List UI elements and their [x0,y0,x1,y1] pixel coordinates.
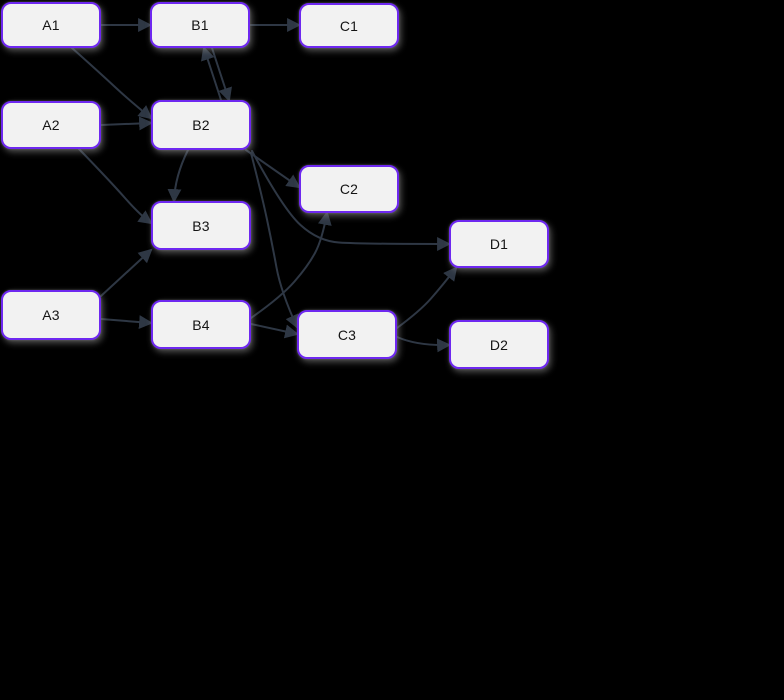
edge-a1-b2 [71,47,153,120]
edge-b2-b3 [167,149,189,204]
node-label-d1: D1 [489,236,509,252]
edge-a3-b4 [100,315,154,330]
node-b4: B4 [151,300,251,349]
edge-b1-b2 [211,47,232,102]
node-c2: C2 [299,165,399,213]
node-b3: B3 [151,201,251,250]
edge-b4-c3 [250,323,300,339]
edge-a2-b3 [78,148,153,225]
node-label-c3: C3 [337,326,357,343]
node-label-a1: A1 [42,17,60,33]
edge-b4-c2 [250,210,332,319]
node-label-b3: B3 [192,217,210,234]
node-c3: C3 [297,310,397,359]
node-label-b4: B4 [192,316,210,333]
edge-b2-b1 [201,46,222,101]
node-c1: C1 [299,3,399,48]
node-a1: A1 [1,2,101,48]
node-label-a3: A3 [42,307,60,323]
node-a2: A2 [1,101,101,149]
node-label-c2: C2 [339,181,359,197]
edge-a2-b2 [100,116,154,131]
node-d1: D1 [449,220,549,268]
edge-c3-d1 [396,266,458,329]
node-d2: D2 [449,320,549,369]
node-label-b2: B2 [192,117,210,133]
node-b1: B1 [150,2,250,48]
edge-c3-d2 [396,336,452,353]
node-label-a2: A2 [42,117,60,133]
edge-a3-b3 [100,248,153,297]
node-label-c1: C1 [339,17,359,34]
node-label-b1: B1 [191,17,209,33]
node-b2: B2 [151,100,251,150]
node-a3: A3 [1,290,101,340]
node-label-d2: D2 [489,336,509,353]
